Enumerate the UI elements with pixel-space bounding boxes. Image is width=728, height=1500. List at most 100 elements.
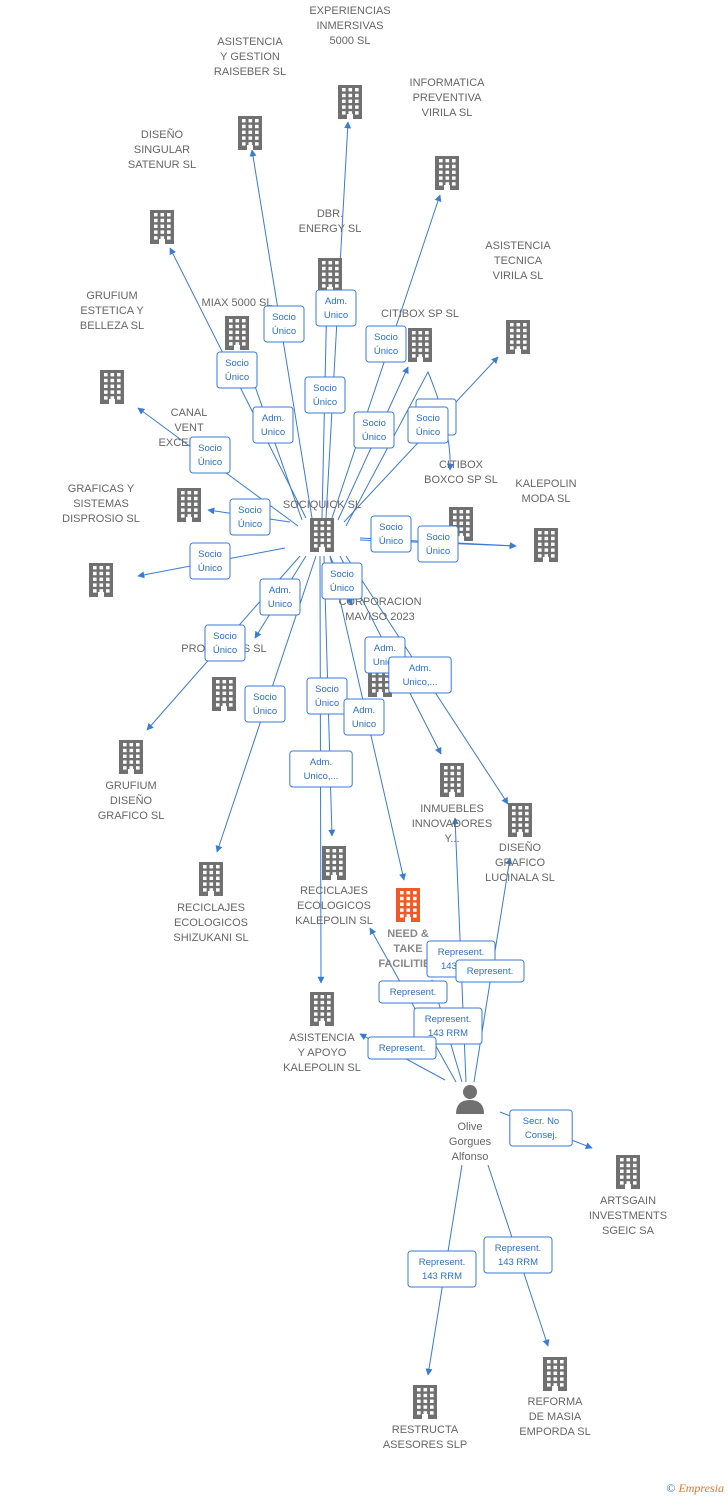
node-label: EMPORDA SL — [519, 1426, 591, 1438]
building-icon — [212, 677, 236, 711]
edge-label-box — [370, 515, 412, 553]
edge-label-text: Represent. — [419, 1257, 465, 1268]
edge-label-text: Socio — [426, 532, 450, 543]
edge-label-box — [263, 305, 305, 343]
node-dbr[interactable]: DBR.ENERGY SL — [299, 208, 362, 292]
edge-label[interactable]: Represent.143 RRM — [407, 1250, 477, 1288]
node-label: VIRILA SL — [493, 270, 544, 282]
node-label: Y APOYO — [298, 1047, 347, 1059]
edge-label[interactable]: Represent.143 RRM — [483, 1236, 553, 1274]
edge-label[interactable]: Represent. — [378, 980, 448, 1004]
brand-logo[interactable]: Empresia — [678, 1481, 724, 1495]
edge-label[interactable]: Adm.Unico,... — [289, 750, 353, 788]
node-label: LUCINALA SL — [485, 872, 555, 884]
node-label: Y... — [444, 833, 459, 845]
edge-label-text: Socio — [374, 332, 398, 343]
node-citibox_sp[interactable]: CITIBOX SP SL — [381, 308, 459, 362]
node-label: RECICLAJES — [300, 885, 368, 897]
node-label: TECNICA — [494, 255, 543, 267]
building-icon — [119, 740, 143, 774]
edge-label-text: Único — [416, 427, 440, 438]
node-label: ECOLOGICOS — [174, 917, 248, 929]
node-label: ENERGY SL — [299, 223, 362, 235]
node-label: INVESTMENTS — [589, 1210, 667, 1222]
edge-label-text: Adm. — [269, 585, 291, 596]
edge-label[interactable]: Represent.143 RRM — [413, 1007, 483, 1045]
edge-label[interactable]: Represent. — [455, 959, 525, 983]
node-label: SGEIC SA — [602, 1225, 655, 1237]
node-sociquick[interactable]: SOCIQUICK SL — [283, 499, 361, 552]
node-miax[interactable]: MIAX 5000 SL — [202, 297, 273, 350]
node-label: SATENUR SL — [128, 159, 196, 171]
edge-label-text: Socio — [379, 522, 403, 533]
node-label: TAKE — [393, 943, 422, 955]
edge-label-box — [367, 1036, 437, 1060]
node-label: ASISTENCIA — [217, 36, 283, 48]
node-label: ASESORES SLP — [383, 1439, 467, 1451]
edge-label[interactable]: Represent. — [367, 1036, 437, 1060]
building-icon — [322, 846, 346, 880]
edge-label-text: Socio — [315, 684, 339, 695]
building-icon — [616, 1155, 640, 1189]
node-inmuebles[interactable]: INMUEBLESINNOVADORESY... — [412, 763, 492, 845]
edge-label[interactable]: Adm.Unico — [343, 698, 385, 736]
node-label: DE MASIA — [529, 1411, 582, 1423]
edge-label[interactable]: Adm.Unico — [252, 406, 294, 444]
node-label: SHIZUKANI SL — [173, 932, 248, 944]
node-label: CITIBOX SP SL — [381, 308, 459, 320]
focus-building-icon — [396, 888, 420, 922]
edge-label-box — [407, 406, 449, 444]
edge-label[interactable]: Adm.Unico — [259, 578, 301, 616]
edge-label-text: Socio — [198, 549, 222, 560]
edge-label-box — [204, 624, 246, 662]
edge-label[interactable]: Adm.Unico,... — [388, 656, 452, 694]
node-label: 5000 SL — [330, 35, 371, 47]
edge-label-text: Unico,... — [403, 677, 438, 688]
edge-label-text: Adm. — [374, 643, 396, 654]
edge-label-box — [259, 578, 301, 616]
edge-label[interactable]: Adm.Unico — [315, 289, 357, 327]
edge-label-text: 143 RRM — [498, 1257, 538, 1268]
node-label: PREVENTIVA — [413, 92, 483, 104]
edge-label-text: Único — [426, 546, 450, 557]
edge-label-text: Secr. No — [523, 1116, 559, 1127]
node-label: INFORMATICA — [410, 77, 486, 89]
building-icon — [506, 320, 530, 354]
node-label: GRAFICAS Y — [68, 483, 135, 495]
